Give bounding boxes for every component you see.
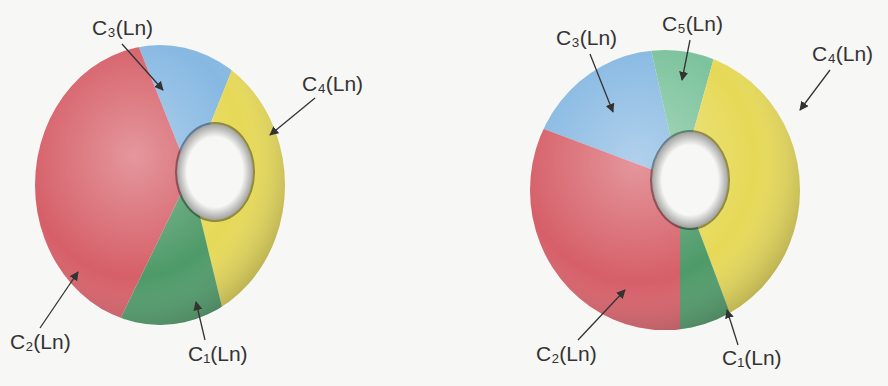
component-label: C₅(Ln) bbox=[662, 12, 723, 35]
component-label: C₄(Ln) bbox=[812, 42, 873, 65]
component-label: C₃(Ln) bbox=[556, 26, 617, 49]
component-label: C₁(Ln) bbox=[722, 346, 782, 369]
component-label: C₂(Ln) bbox=[536, 342, 597, 365]
component-label: C₃(Ln) bbox=[92, 16, 153, 39]
component-label: C₂(Ln) bbox=[10, 330, 71, 353]
component-label: C₁(Ln) bbox=[188, 342, 248, 365]
component-label: C₄(Ln) bbox=[302, 72, 363, 95]
